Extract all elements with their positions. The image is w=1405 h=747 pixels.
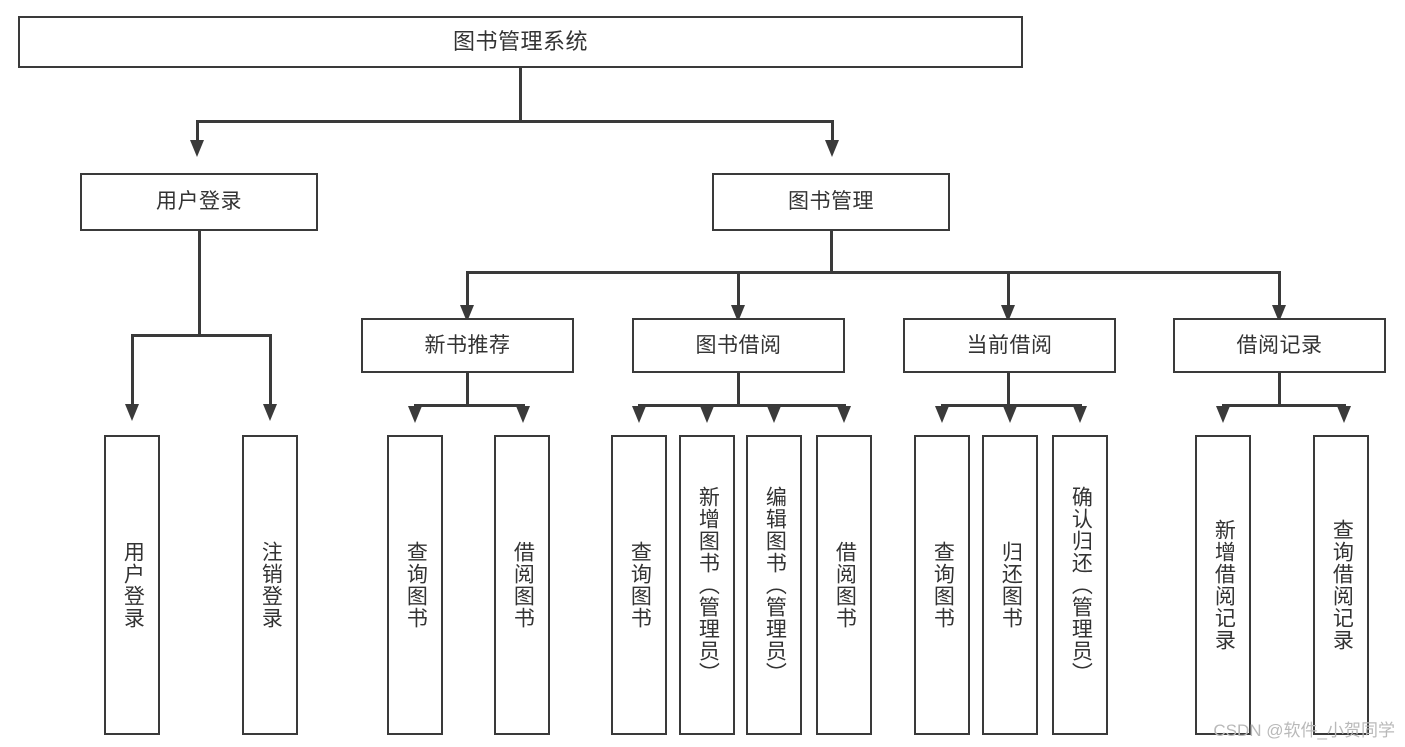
node-label: 当前借阅 [966, 333, 1053, 357]
connector-bookborrow-bus [638, 404, 846, 407]
node-book-borrow[interactable]: 图书借阅 [632, 318, 845, 373]
node-label: 新增借阅记录 [1212, 519, 1236, 651]
connector-newbook-bus [414, 404, 525, 407]
leaf-borrow-borrow-book[interactable]: 借阅图书 [816, 435, 872, 735]
node-root-system[interactable]: 图书管理系统 [18, 16, 1023, 68]
node-label: 确认归还（管理员） [1069, 486, 1093, 684]
arrow-root-to-bookmgmt [825, 140, 839, 157]
leaf-user-login[interactable]: 用户登录 [104, 435, 160, 735]
arrow-bookborrow-child-4 [837, 406, 851, 423]
arrow-bookmgmt-child-2 [731, 305, 745, 322]
node-label: 用户登录 [121, 541, 145, 629]
connector-bookmgmt-drop-1 [466, 271, 469, 311]
node-label: 查询图书 [931, 541, 955, 629]
connector-userlogin-stem [198, 231, 201, 336]
node-book-management[interactable]: 图书管理 [712, 173, 950, 231]
node-label: 查询图书 [628, 541, 652, 629]
connector-root-stem [519, 68, 522, 122]
node-label: 图书管理 [788, 190, 874, 214]
leaf-current-query-book[interactable]: 查询图书 [914, 435, 970, 735]
node-new-book-recommend[interactable]: 新书推荐 [361, 318, 574, 373]
leaf-record-add-borrow-record[interactable]: 新增借阅记录 [1195, 435, 1251, 735]
node-label: 查询图书 [404, 541, 428, 629]
arrow-borrowrecord-child-2 [1337, 406, 1351, 423]
connector-bookmgmt-drop-4 [1278, 271, 1281, 311]
connector-root-to-userlogin [196, 120, 199, 145]
node-label: 新书推荐 [424, 333, 511, 357]
arrow-bookmgmt-child-1 [460, 305, 474, 322]
node-borrow-record[interactable]: 借阅记录 [1173, 318, 1386, 373]
arrow-currentborrow-child-3 [1073, 406, 1087, 423]
node-label: 用户登录 [156, 190, 242, 214]
leaf-newbook-query-book[interactable]: 查询图书 [387, 435, 443, 735]
connector-borrowrecord-bus [1222, 404, 1346, 407]
leaf-borrow-add-book-admin[interactable]: 新增图书（管理员） [679, 435, 735, 735]
arrow-currentborrow-child-2 [1003, 406, 1017, 423]
arrow-borrowrecord-child-1 [1216, 406, 1230, 423]
node-label: 借阅图书 [511, 541, 535, 629]
node-label: 借阅图书 [833, 541, 857, 629]
leaf-newbook-borrow-book[interactable]: 借阅图书 [494, 435, 550, 735]
connector-currentborrow-stem [1007, 373, 1010, 406]
node-label: 注销登录 [259, 541, 283, 629]
node-label: 查询借阅记录 [1330, 519, 1354, 651]
node-label: 编辑图书（管理员） [763, 486, 787, 684]
arrow-bookborrow-child-1 [632, 406, 646, 423]
connector-borrowrecord-stem [1278, 373, 1281, 406]
connector-bookmgmt-bus [466, 271, 1281, 274]
connector-bookmgmt-drop-2 [737, 271, 740, 311]
connector-bookmgmt-drop-3 [1007, 271, 1010, 311]
arrow-userlogin-child-2 [263, 404, 277, 421]
arrow-userlogin-child-1 [125, 404, 139, 421]
node-label: 借阅记录 [1236, 333, 1323, 357]
node-current-borrow[interactable]: 当前借阅 [903, 318, 1116, 373]
arrow-bookmgmt-child-3 [1001, 305, 1015, 322]
arrow-bookmgmt-child-4 [1272, 305, 1286, 322]
connector-userlogin-drop-2 [269, 334, 272, 409]
leaf-current-confirm-return-admin[interactable]: 确认归还（管理员） [1052, 435, 1108, 735]
leaf-current-return-book[interactable]: 归还图书 [982, 435, 1038, 735]
connector-bookmgmt-stem [830, 231, 833, 273]
connector-userlogin-drop-1 [131, 334, 134, 409]
node-user-login[interactable]: 用户登录 [80, 173, 318, 231]
connector-userlogin-bus [131, 334, 272, 337]
arrow-newbook-child-2 [516, 406, 530, 423]
leaf-record-query-borrow-record[interactable]: 查询借阅记录 [1313, 435, 1369, 735]
node-label: 图书管理系统 [452, 28, 588, 54]
leaf-logout-login[interactable]: 注销登录 [242, 435, 298, 735]
connector-root-bus [196, 120, 834, 123]
arrow-currentborrow-child-1 [935, 406, 949, 423]
node-label: 归还图书 [999, 541, 1023, 629]
connector-newbook-stem [466, 373, 469, 406]
leaf-borrow-query-book[interactable]: 查询图书 [611, 435, 667, 735]
node-label: 新增图书（管理员） [696, 486, 720, 684]
arrow-newbook-child-1 [408, 406, 422, 423]
arrow-bookborrow-child-2 [700, 406, 714, 423]
arrow-root-to-userlogin [190, 140, 204, 157]
leaf-borrow-edit-book-admin[interactable]: 编辑图书（管理员） [746, 435, 802, 735]
connector-root-to-bookmgmt [831, 120, 834, 145]
node-label: 图书借阅 [695, 333, 782, 357]
arrow-bookborrow-child-3 [767, 406, 781, 423]
connector-bookborrow-stem [737, 373, 740, 406]
